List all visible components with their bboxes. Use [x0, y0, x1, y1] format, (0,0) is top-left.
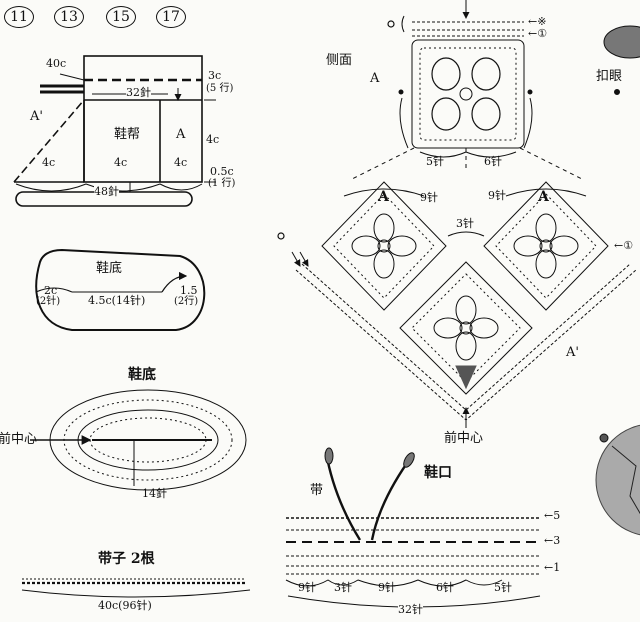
opening-dim-1: 9针 — [298, 581, 316, 594]
opening-total: 32针 — [398, 603, 423, 616]
side-panel — [349, 0, 585, 181]
sole-outline-right-c: 1.5 — [180, 284, 198, 297]
sole-chart-front-center: 前中心 — [0, 432, 38, 447]
upper-dim-4c-b: 4c — [114, 156, 128, 169]
side-row-1: ←① — [528, 27, 548, 40]
sole-outline-right-st: (2行) — [174, 296, 199, 307]
size-badge-13: 13 — [54, 6, 84, 28]
upper-dim-1row: (1 行) — [208, 178, 236, 189]
upper-dim-48: 48針 — [94, 185, 119, 198]
upper-dim-4c-a: 4c — [42, 156, 56, 169]
side-a-label: A — [370, 71, 380, 86]
sole-chart-title: 鞋底 — [128, 367, 156, 383]
opening-title: 鞋口 — [424, 465, 452, 481]
opening-dim-5: 5针 — [494, 581, 512, 594]
sole-outline-left-c: 2c — [44, 284, 58, 297]
sole-outline-title: 鞋底 — [96, 261, 123, 276]
upper-schematic — [13, 55, 216, 207]
upper-dim-4c-c: 4c — [174, 156, 188, 169]
upper-a-label: A — [176, 127, 186, 142]
opening-dim-4: 6针 — [436, 581, 454, 594]
upper-dim-4c-right: 4c — [206, 133, 220, 146]
opening-strap-label: 带 — [310, 483, 324, 498]
sole-chart-stitches: 14針 — [142, 487, 167, 500]
size-badge-17: 17 — [156, 6, 186, 28]
side-title: 侧面 — [326, 53, 353, 68]
upper-center-label: 鞋帮 — [114, 127, 141, 142]
opening-dim-3: 9针 — [378, 581, 396, 594]
upper-dim-5rows: (5 行) — [206, 83, 234, 94]
upper-dim-05c: 0.5c — [210, 165, 234, 178]
toe-a-left: A — [378, 189, 389, 205]
sole-outline-center: 4.5c(14针) — [88, 294, 146, 307]
sole-outline-left-st: (2针) — [36, 296, 61, 307]
sole-chart — [30, 389, 247, 491]
toe-front-center: 前中心 — [444, 431, 484, 446]
opening-dim-2: 3针 — [334, 581, 352, 594]
toe-right-9: 9针 — [488, 189, 506, 202]
buttonhole-label: 扣眼 — [596, 69, 623, 84]
buttonhole-corner — [595, 25, 640, 536]
size-badge-11: 11 — [4, 6, 34, 28]
upper-dim-40c: 40c — [46, 57, 67, 70]
opening-row-1: ←1 — [544, 561, 561, 574]
toe-center-3: 3针 — [456, 217, 474, 230]
upper-a-prime: A' — [30, 109, 43, 124]
opening-row-3: ←3 — [544, 534, 561, 547]
sole-outline — [35, 248, 206, 331]
toe-a-right: A — [538, 189, 549, 205]
strap-chain — [21, 578, 251, 598]
upper-dim-32: 32針 — [126, 86, 151, 99]
side-dim-5: 5针 — [426, 155, 444, 168]
strap-title: 带子 2根 — [98, 551, 155, 567]
side-row-star: ←※ — [528, 15, 547, 28]
toe-row-1-right: ←① — [614, 239, 634, 252]
toe-panel — [277, 181, 637, 428]
toe-a-prime: A' — [566, 345, 579, 360]
opening-row-5: ←5 — [544, 509, 561, 522]
side-dim-6: 6针 — [484, 155, 502, 168]
strap-length: 40c(96针) — [98, 599, 152, 612]
size-badge-15: 15 — [106, 6, 136, 28]
upper-dim-3c: 3c — [208, 69, 222, 82]
toe-left-9: 9针 — [420, 191, 438, 204]
